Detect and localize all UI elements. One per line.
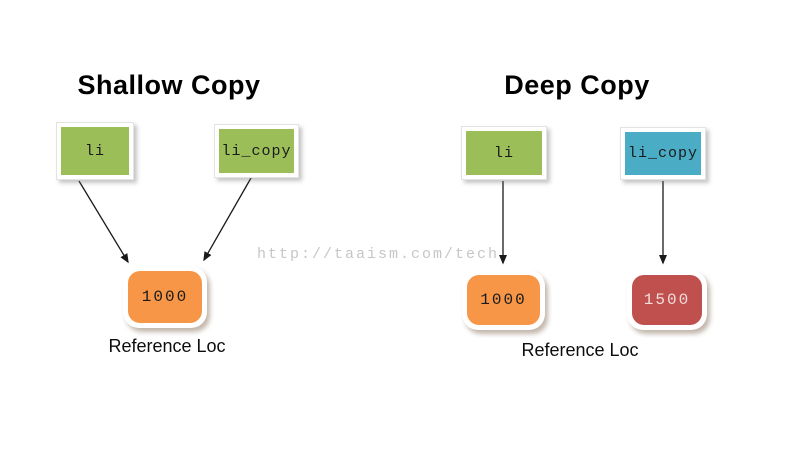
shallow-li-box: li [56, 122, 134, 180]
shallow-copy-title: Shallow Copy [77, 70, 261, 100]
deep-reference-value-licopy: 1500 [632, 275, 702, 325]
deep-li-label: li [466, 131, 542, 175]
deep-licopy-label: li_copy [625, 132, 701, 175]
arrow-shallow-li-to-ref [78, 180, 129, 264]
deep-reference-box-li: 1000 [462, 270, 545, 330]
shallow-reference-loc-label: Reference Loc [108, 336, 226, 356]
watermark-url: http://taaism.com/tech [257, 246, 500, 263]
deep-copy-title: Deep Copy [504, 70, 650, 100]
shallow-reference-box: 1000 [123, 266, 207, 328]
deep-licopy-box: li_copy [620, 127, 706, 180]
deep-reference-value-li: 1000 [467, 275, 540, 325]
deep-reference-box-licopy: 1500 [627, 270, 707, 330]
shallow-licopy-box: li_copy [214, 124, 299, 178]
shallow-li-label: li [61, 127, 129, 175]
deep-reference-loc-label: Reference Loc [521, 340, 639, 360]
deep-li-box: li [461, 126, 547, 180]
shallow-reference-value: 1000 [128, 271, 202, 323]
shallow-licopy-label: li_copy [219, 129, 294, 173]
arrow-shallow-licopy-to-ref [203, 177, 252, 262]
